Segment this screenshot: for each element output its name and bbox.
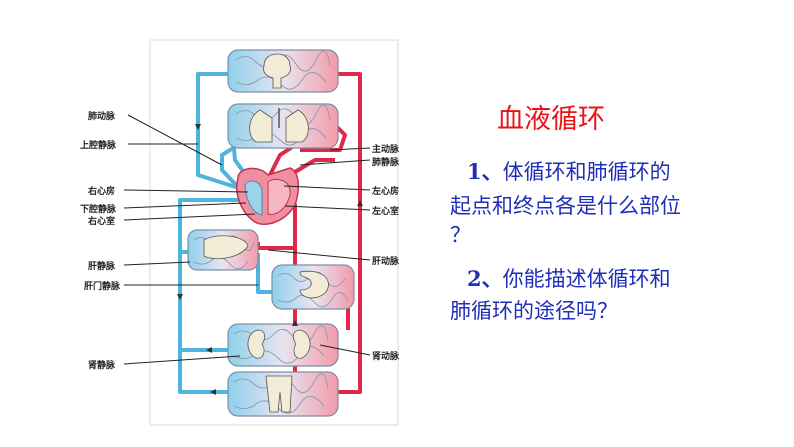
heart <box>236 167 300 226</box>
slide-title: 血液循环 <box>497 104 605 135</box>
leader-inferior-vena-cava <box>123 202 247 209</box>
label-hepatic-vein: 肝静脉 <box>88 262 116 272</box>
question-1-text-1: 体循环和肺循环的 <box>502 160 671 184</box>
leader-renal-vein <box>123 355 241 365</box>
label-hepatic-artery: 肝动脉 <box>372 257 400 267</box>
leader-pulmonary-artery <box>127 114 223 166</box>
label-superior-vena-cava: 上腔静脉 <box>80 141 117 151</box>
capillary-bed-lungs <box>227 103 339 149</box>
circulation-diagram <box>123 39 399 426</box>
label-aorta: 主动脉 <box>372 145 400 155</box>
pulmonary-artery-vessel <box>220 143 252 202</box>
label-left-atrium: 左心房 <box>372 187 400 197</box>
hepatic-portal-vein-vessel <box>256 253 272 294</box>
question-1-line-1: 1、体循环和肺循环的 <box>467 155 671 189</box>
capillary-bed-digestive <box>271 264 355 310</box>
question-1-line-2: 起点和终点各是什么部位 <box>450 194 681 218</box>
leader-aorta <box>329 147 371 151</box>
question-2-number: 2、 <box>467 266 503 291</box>
label-inferior-vena-cava: 下腔静脉 <box>80 205 117 215</box>
label-hepatic-portal-vein: 肝门静脉 <box>84 282 121 292</box>
label-renal-vein: 肾静脉 <box>88 361 116 371</box>
label-right-ventricle: 右心室 <box>88 217 116 227</box>
leader-pulmonary-vein <box>299 159 371 166</box>
question-2-text-1: 你能描述体循环和 <box>502 267 671 291</box>
capillary-bed-kidneys <box>227 323 339 367</box>
question-1-line-3: ？ <box>450 223 471 247</box>
question-1-number: 1、 <box>467 159 503 184</box>
leader-renal-artery <box>319 344 371 356</box>
leader-left-atrium <box>283 185 371 191</box>
leader-hepatic-artery <box>267 249 371 261</box>
diagram-frame <box>149 39 399 426</box>
leader-left-ventricle <box>284 205 371 211</box>
capillary-bed-liver <box>187 229 259 271</box>
leader-right-atrium <box>123 189 249 193</box>
question-2-line-1: 2、你能描述体循环和 <box>467 262 671 296</box>
label-pulmonary-vein: 肺静脉 <box>372 158 400 168</box>
capillary-bed-legs <box>227 371 339 417</box>
leader-right-ventricle <box>123 213 256 221</box>
label-left-ventricle: 左心室 <box>372 207 400 217</box>
label-pulmonary-artery: 肺动脉 <box>88 112 116 122</box>
leader-hepatic-vein <box>123 261 191 266</box>
question-2-line-2: 肺循环的途径吗？ <box>450 299 618 323</box>
capillary-bed-head <box>227 49 339 93</box>
label-right-atrium: 右心房 <box>88 187 116 197</box>
label-renal-artery: 肾动脉 <box>372 352 400 362</box>
